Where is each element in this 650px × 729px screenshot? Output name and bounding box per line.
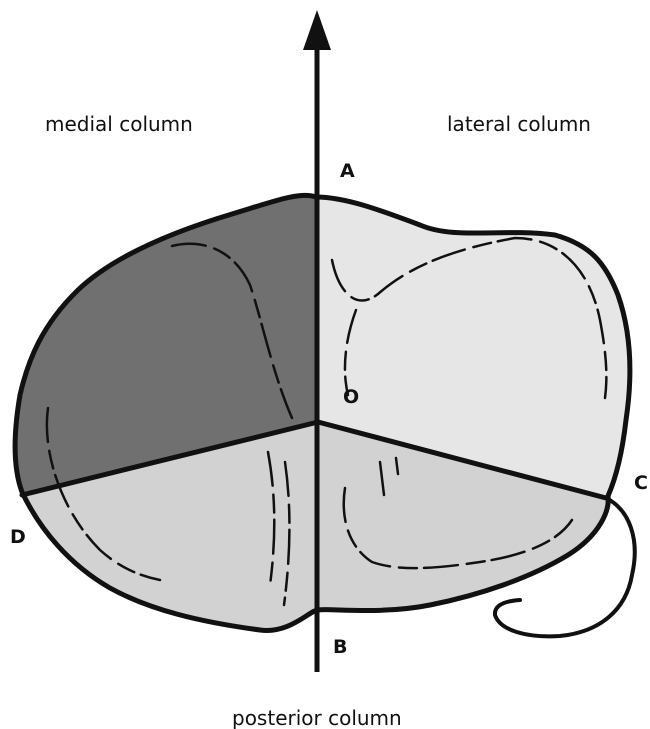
point-a-label: A	[340, 160, 355, 182]
point-b-label: B	[333, 636, 347, 658]
posterior-column-label: posterior column	[232, 706, 402, 729]
point-d-label: D	[10, 526, 26, 548]
axis-arrowhead-icon	[303, 10, 331, 50]
medial-column-label: medial column	[45, 112, 193, 136]
lateral-column-label: lateral column	[447, 112, 591, 136]
point-o-label: O	[343, 386, 359, 408]
point-c-label: C	[634, 472, 648, 494]
